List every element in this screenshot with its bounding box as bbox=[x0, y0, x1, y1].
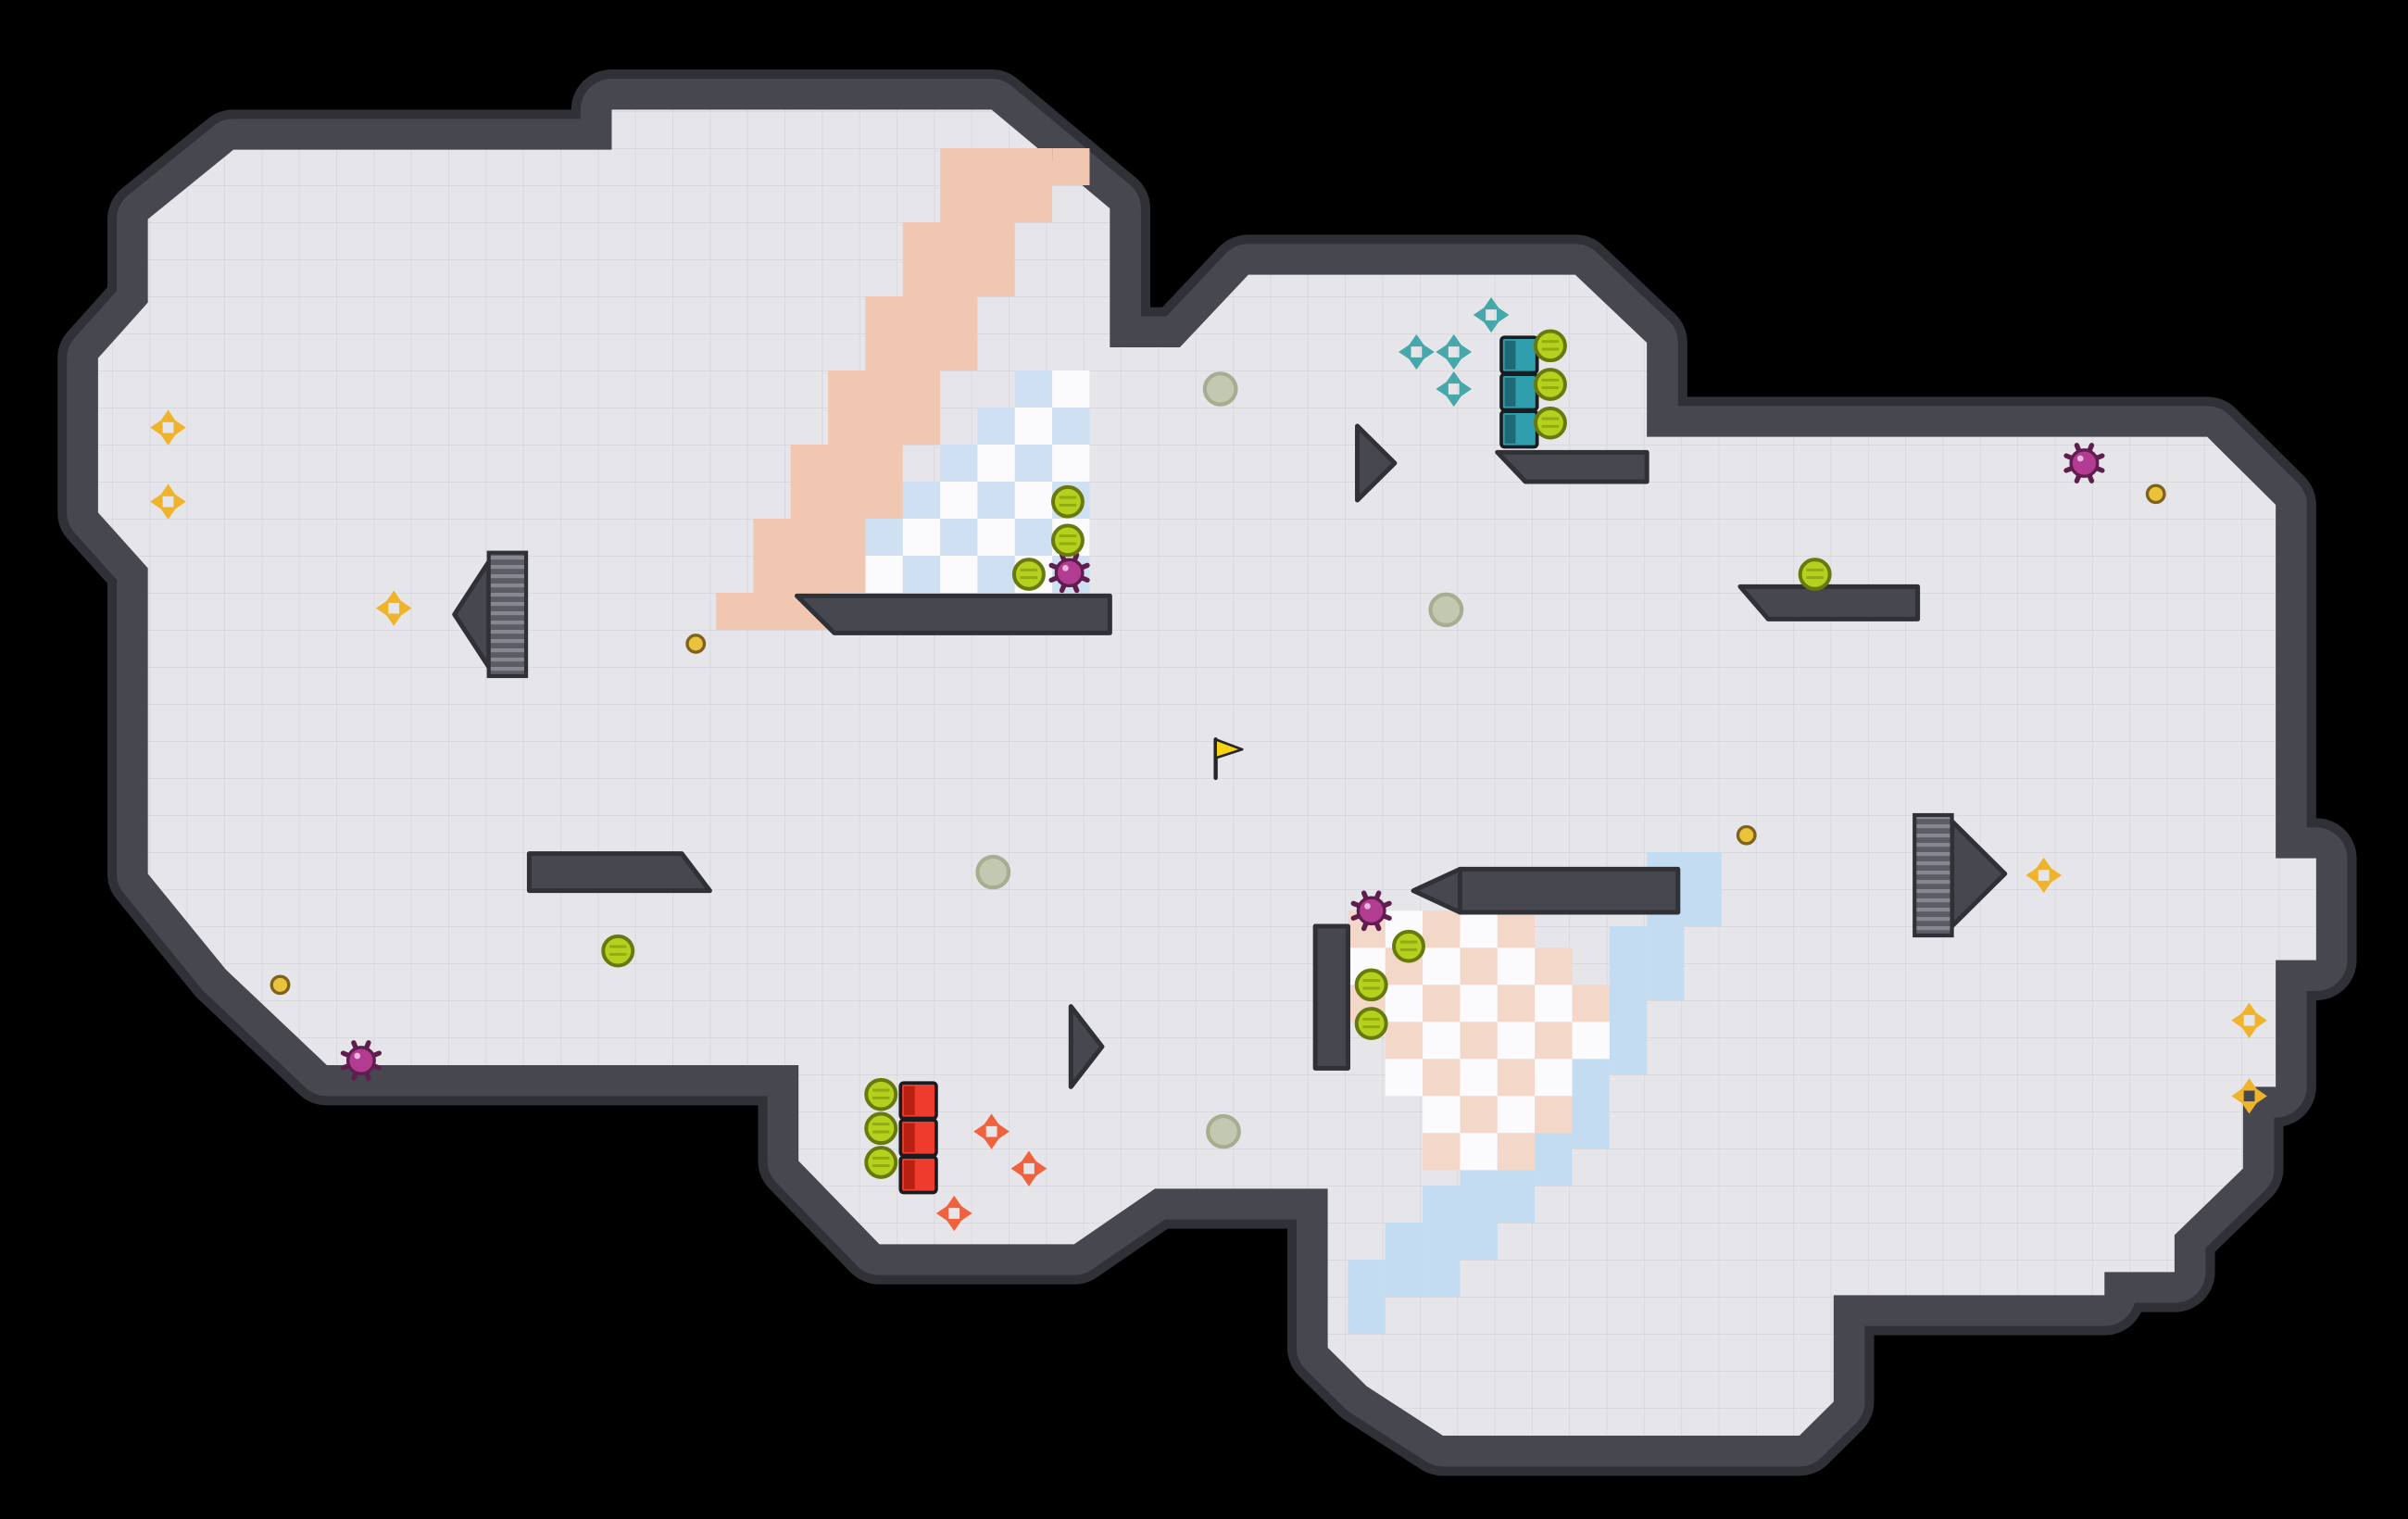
wall-bar-under-gates bbox=[1495, 449, 1649, 484]
blue-gate bbox=[1499, 409, 1539, 449]
powerup bbox=[864, 1111, 898, 1146]
powerup bbox=[1354, 1007, 1388, 1040]
neutral-boost bbox=[375, 590, 412, 626]
wall-wedge-bottom-left bbox=[1068, 1004, 1105, 1089]
bomb bbox=[1202, 371, 1238, 407]
blue-boost bbox=[1436, 333, 1473, 370]
red-boost bbox=[1010, 1150, 1047, 1186]
neutral-boost bbox=[2231, 1078, 2267, 1114]
powerup bbox=[1392, 929, 1425, 963]
button bbox=[685, 634, 707, 654]
spike bbox=[1350, 890, 1392, 932]
wall-wedge-top-middle bbox=[1355, 423, 1398, 503]
powerup bbox=[1354, 968, 1388, 1002]
neutral-boost bbox=[2231, 1002, 2267, 1038]
wall-bar-left-room bbox=[526, 851, 712, 894]
powerup bbox=[1798, 558, 1832, 591]
wall-bar-bottom-base bbox=[1457, 866, 1681, 915]
red-gate bbox=[898, 1118, 938, 1158]
neutral-boost bbox=[2025, 857, 2063, 894]
gate-column bbox=[1913, 812, 2008, 938]
bomb bbox=[1206, 1113, 1241, 1149]
red-boost bbox=[973, 1113, 1010, 1149]
powerup bbox=[1050, 484, 1085, 519]
blue-gate bbox=[1499, 372, 1539, 412]
red-boost bbox=[935, 1195, 972, 1232]
powerup bbox=[1533, 368, 1567, 401]
spike bbox=[1048, 552, 1090, 594]
neutral-boost bbox=[150, 409, 186, 446]
wall-vertical-bottom-base bbox=[1312, 923, 1350, 1071]
spike bbox=[2063, 443, 2105, 483]
blue-boost bbox=[1436, 370, 1473, 408]
powerup bbox=[1050, 523, 1085, 558]
red-gate bbox=[898, 1081, 938, 1121]
neutral-flag bbox=[1213, 737, 1244, 781]
bomb bbox=[975, 854, 1011, 890]
wall-bar-right-room bbox=[1737, 584, 1921, 621]
gate-column bbox=[452, 550, 529, 679]
powerup bbox=[601, 934, 635, 968]
blue-boost bbox=[1398, 333, 1435, 370]
powerup bbox=[864, 1077, 898, 1111]
blue-gate bbox=[1499, 335, 1539, 375]
blue-boost bbox=[1473, 296, 1510, 333]
map-floor bbox=[97, 109, 2316, 1436]
red-gate bbox=[898, 1155, 938, 1195]
wall-bar-topleft-alcove bbox=[794, 593, 1112, 635]
powerup bbox=[1011, 558, 1046, 591]
bomb bbox=[1428, 592, 1464, 628]
neutral-boost bbox=[150, 483, 186, 520]
powerup bbox=[1533, 406, 1567, 440]
button bbox=[270, 974, 291, 996]
button bbox=[1736, 824, 1757, 846]
spike bbox=[340, 1040, 383, 1081]
button bbox=[2145, 483, 2166, 505]
powerup bbox=[864, 1146, 898, 1179]
powerup bbox=[1533, 329, 1567, 363]
